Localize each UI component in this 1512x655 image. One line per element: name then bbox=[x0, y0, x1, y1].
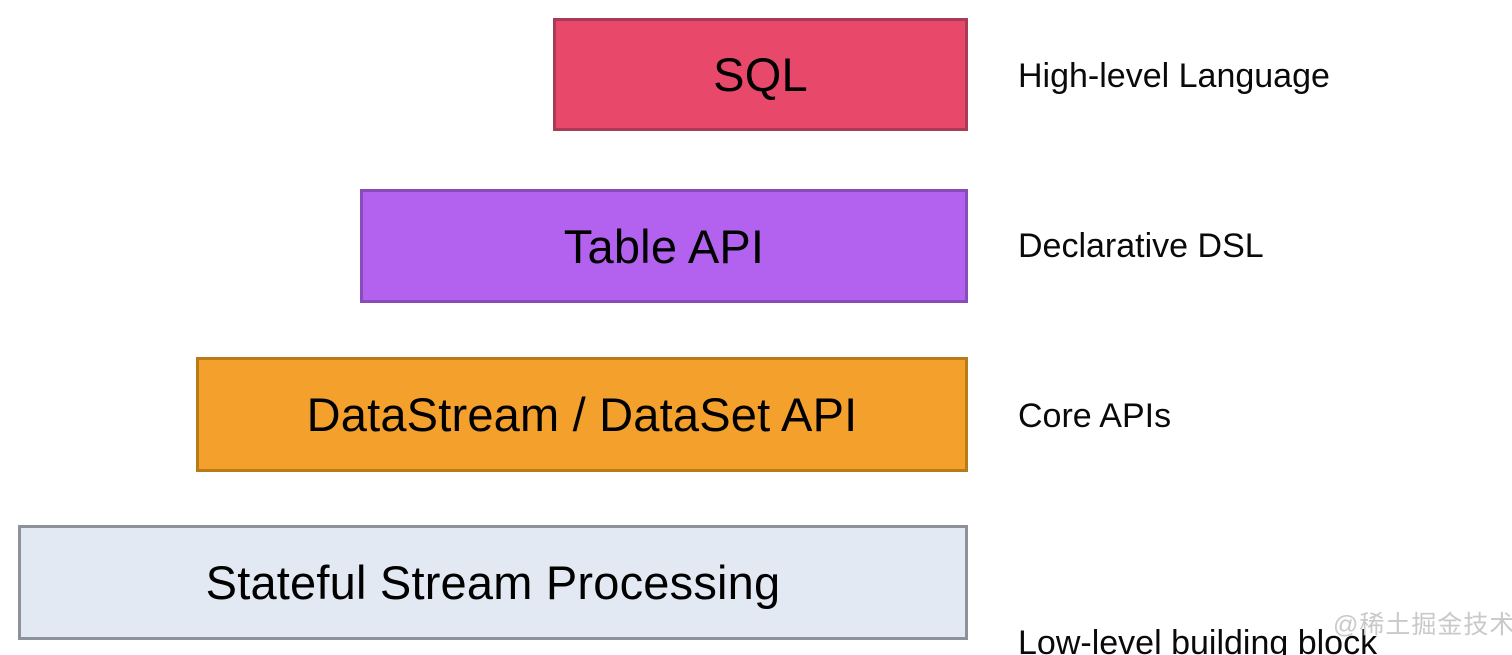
watermark: @稀土掘金技术社区 bbox=[1333, 611, 1512, 639]
layer-description-line-1: Low-level building block bbox=[1018, 624, 1378, 655]
layer-box-table-api[interactable]: Table API bbox=[360, 189, 968, 303]
layer-box-datastream-dataset-api[interactable]: DataStream / DataSet API bbox=[196, 357, 968, 472]
layer-label-stateful-stream-processing: Stateful Stream Processing bbox=[205, 556, 781, 609]
layer-label-datastream-dataset-api: DataStream / DataSet API bbox=[306, 388, 858, 441]
layer-box-stateful-stream-processing[interactable]: Stateful Stream Processing bbox=[18, 525, 968, 640]
layer-description-sql: High-level Language bbox=[1018, 57, 1330, 95]
layer-label-table-api: Table API bbox=[563, 219, 765, 273]
layer-description-stateful-stream-processing: Low-level building block (streams, state… bbox=[1018, 543, 1449, 655]
layer-label-sql: SQL bbox=[713, 48, 808, 101]
layer-box-sql[interactable]: SQL bbox=[553, 18, 968, 131]
layer-description-datastream-dataset-api: Core APIs bbox=[1018, 397, 1172, 435]
layer-description-table-api: Declarative DSL bbox=[1018, 227, 1264, 265]
